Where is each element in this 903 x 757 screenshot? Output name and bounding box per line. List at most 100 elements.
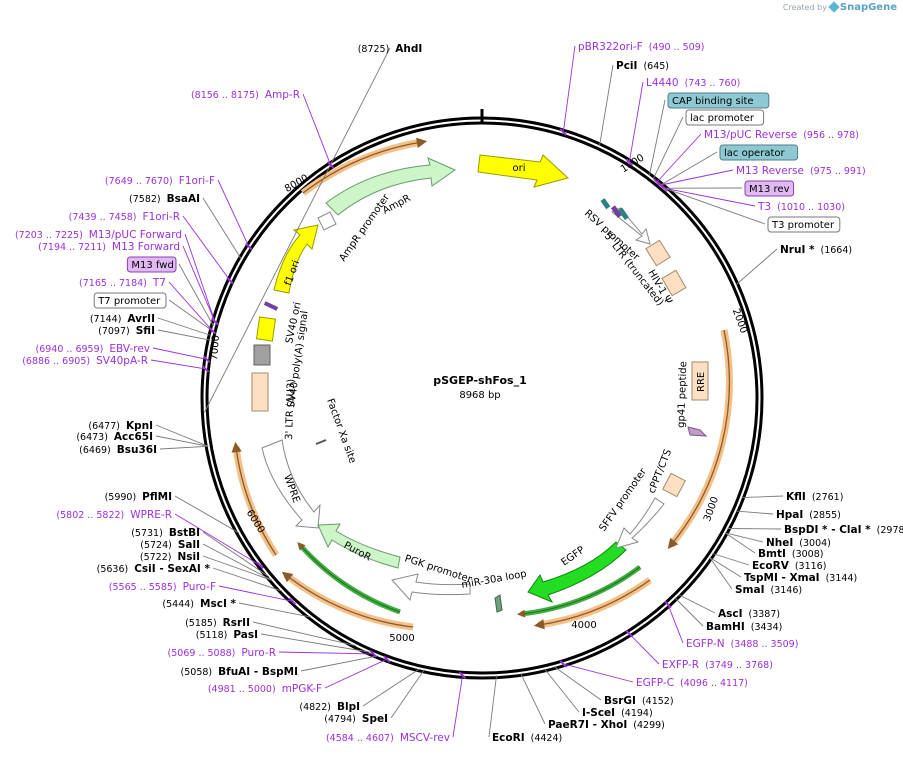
site-position: (956 .. 978) <box>803 130 859 141</box>
leader-bsrgi <box>553 666 602 701</box>
site-position: (5444) <box>162 599 194 610</box>
primer-site-exfp-r: EXFP-R (3749 .. 3768) <box>662 659 773 671</box>
feature-ampr <box>325 157 457 216</box>
site-name: PciI <box>616 60 637 72</box>
leader-pflmi <box>174 495 240 534</box>
feature-label-mir30a: miR-30a loop <box>461 569 528 591</box>
site-label: (5722)NsiI <box>140 551 200 563</box>
site-position: (5058) <box>181 667 213 678</box>
site-label: BmtI(3008) <box>758 548 823 560</box>
feature-hiv-psi <box>661 269 687 297</box>
feature-puror <box>317 523 401 569</box>
feature-label-ori: ori <box>512 163 525 174</box>
enzyme-site-pflmi: (5990)PflMI <box>105 491 172 503</box>
site-name: SpeI <box>362 713 388 725</box>
site-position: (6886 .. 6905) <box>22 356 90 367</box>
site-name: NruI * <box>780 244 815 256</box>
site-name: pBR322ori-F <box>578 41 643 53</box>
tag-label: T7 promoter <box>97 296 161 307</box>
feature-ori <box>477 154 570 188</box>
leader-sfii <box>157 329 211 341</box>
enzyme-site-nrui: NruI * (1664) <box>780 244 852 256</box>
leader-lac-operator <box>660 151 718 186</box>
site-name: SfiI <box>136 325 155 337</box>
leader-m13-puc-reverse <box>656 133 702 183</box>
site-name: EBV-rev <box>109 343 150 355</box>
site-label: (8156 .. 8175)Amp-R <box>191 89 300 101</box>
leader-nhei <box>724 532 764 543</box>
site-position: (5722) <box>140 552 172 563</box>
site-label: TspMI - XmaI (3144) <box>744 572 857 584</box>
site-name: SV40pA-R <box>96 355 148 367</box>
leader-asci <box>678 594 716 614</box>
primer-site-mpgk-f: (4981 .. 5000)mPGK-F <box>208 683 322 695</box>
site-name: BsaAI <box>167 193 200 205</box>
site-label: (7439 .. 7458)F1ori-R <box>69 211 180 223</box>
feature-tag-cap-binding-site: CAP binding site <box>667 92 770 109</box>
site-label: (5185)RsrII <box>185 617 250 629</box>
leader-msci <box>238 602 311 618</box>
site-position: (4152) <box>642 696 674 707</box>
site-position: (2978) <box>877 525 903 536</box>
enzyme-site-sali: (5724)SalI <box>140 539 200 551</box>
site-label: (7165 .. 7184)T7 <box>79 277 166 289</box>
site-position: (3434) <box>751 622 783 633</box>
leader-ahdi <box>203 47 391 413</box>
site-label: KflI(2761) <box>786 491 843 503</box>
leader-ecori <box>488 675 497 738</box>
site-position: (3749 .. 3768) <box>705 660 773 671</box>
site-label: (5731)BstBI <box>131 527 200 539</box>
feature-cppt <box>662 472 686 498</box>
site-label: (7144)AvrII <box>90 313 155 325</box>
site-position: (1664) <box>821 245 853 256</box>
leader-puro-r <box>278 651 374 655</box>
site-name: EcoRI <box>492 732 525 744</box>
enzyme-site-acc65i: (6473)Acc65I <box>76 431 153 443</box>
site-position: (3144) <box>826 573 858 584</box>
site-label: (6473)Acc65I <box>76 431 153 443</box>
leader-ebv-rev <box>152 347 207 360</box>
site-label: I-SceI(4194) <box>582 707 653 719</box>
feature-tag-m13-rev: M13 rev <box>744 180 795 197</box>
site-name: MscI * <box>200 598 236 610</box>
leader-t7 <box>168 281 213 331</box>
site-position: (975 .. 991) <box>810 166 866 177</box>
site-label: (6477)KpnI <box>88 420 153 432</box>
site-name: TspMI - XmaI <box>744 572 820 584</box>
leader-avrii <box>157 317 212 336</box>
leader-kfli <box>741 495 784 499</box>
site-position: (3008) <box>792 549 824 560</box>
site-position: (4096 .. 4117) <box>680 678 748 689</box>
feature-tag-m13-fwd: M13 fwd <box>126 256 177 273</box>
feature-3ltr <box>251 372 269 412</box>
site-name: T3 <box>757 201 771 213</box>
site-label: (7097)SfiI <box>98 325 155 337</box>
site-name: M13/pUC Reverse <box>704 129 797 141</box>
site-name: KpnI <box>126 420 153 432</box>
enzyme-site-ecorv: EcoRV(3116) <box>752 560 826 572</box>
feature-tag-t7-promoter: T7 promoter <box>93 292 167 309</box>
enzyme-site-tspmi-xmai: TspMI - XmaI (3144) <box>744 572 857 584</box>
leader-smai <box>709 557 733 590</box>
site-name: EXFP-R <box>662 659 699 671</box>
enzyme-site-kpni: (6477)KpnI <box>88 420 153 432</box>
site-label: BspDI * - ClaI *(2978) <box>784 524 903 536</box>
leader-spei <box>390 669 425 719</box>
site-name: WPRE-R <box>130 509 172 521</box>
site-position: (7439 .. 7458) <box>69 212 137 223</box>
tag-label: M13 fwd <box>131 260 173 271</box>
primer-site-m13-puc-forward: (7203 .. 7225)M13/pUC Forward <box>15 229 182 241</box>
site-label: BsrGI(4152) <box>604 695 674 707</box>
site-label: (5444) MscI * <box>162 598 236 610</box>
site-position: (7203 .. 7225) <box>15 230 83 241</box>
tag-box <box>126 256 177 273</box>
site-label: (7582)BsaAI <box>129 193 200 205</box>
primer-tick-puro-r <box>369 650 378 658</box>
leader-tspmi-xmai <box>709 557 742 578</box>
enzyme-site-bsaai: (7582)BsaAI <box>129 193 200 205</box>
feature-label-factor-xa: Factor Xa site <box>324 397 358 465</box>
tick-label-2000: 2000 <box>730 307 749 335</box>
site-label: (5565 .. 5585)Puro-F <box>109 581 216 593</box>
site-name: I-SceI <box>582 707 615 719</box>
site-name: AscI <box>718 608 743 620</box>
